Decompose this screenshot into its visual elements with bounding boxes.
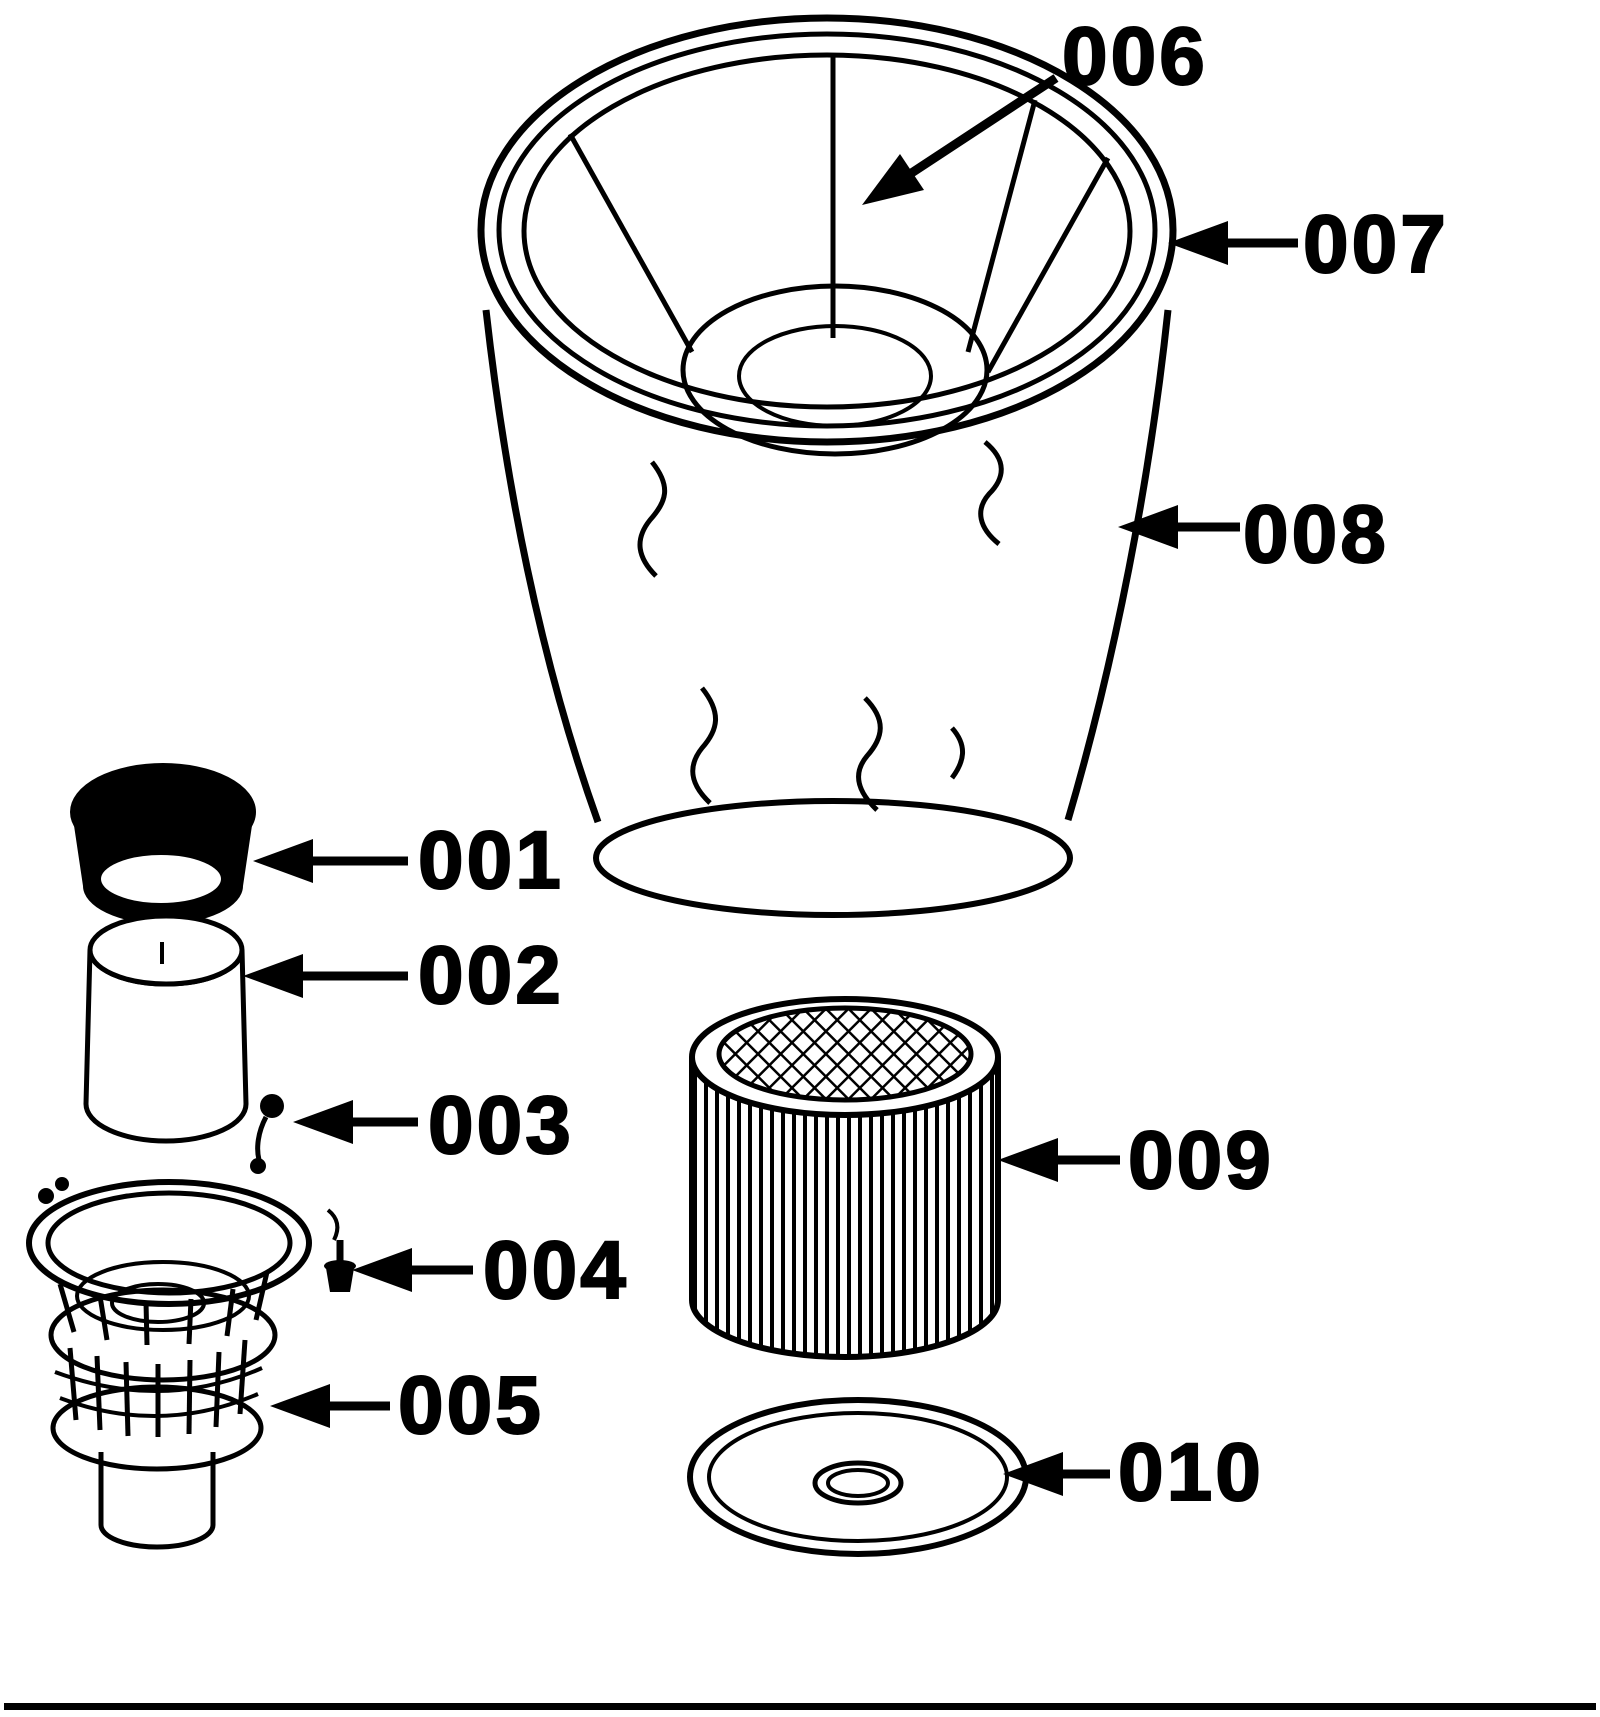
callout-label-006: 006: [1061, 11, 1208, 102]
cage-rib-right: [965, 99, 1038, 353]
callout-arrows: [243, 74, 1298, 1496]
disc-mid-ring: [707, 1411, 1009, 1543]
cage-base-bottom: [98, 1524, 216, 1550]
crease-line: [637, 460, 668, 578]
crease-line: [978, 440, 1004, 546]
tank-rim-inner: [521, 52, 1133, 410]
callout-label-002: 002: [417, 930, 564, 1021]
arrow-008: [1118, 505, 1240, 549]
bottom-border-rule: [4, 1703, 1596, 1710]
cage-tab: [55, 1177, 69, 1191]
arrow-009: [998, 1138, 1120, 1182]
cage-center-hole: [110, 1282, 206, 1324]
crease-line: [949, 726, 965, 780]
tank-rim-mid: [496, 31, 1158, 429]
float-cage-drawing: [26, 1177, 312, 1550]
crease-line: [690, 686, 718, 805]
callout-label-001: 001: [417, 815, 564, 906]
arrow-005: [270, 1384, 390, 1428]
tank-side-right: [1064, 309, 1172, 821]
callout-label-005: 005: [397, 1360, 544, 1451]
retainer-disc-drawing: [687, 1397, 1029, 1557]
callout-label-009: 009: [1127, 1115, 1274, 1206]
arrow-001: [253, 839, 408, 883]
cage-slat: [143, 1301, 150, 1346]
cage-slat: [186, 1298, 194, 1345]
arrow-003: [293, 1100, 418, 1144]
rim-nub: [250, 1158, 266, 1174]
screw-head: [326, 1268, 354, 1292]
cage-tab: [38, 1188, 54, 1204]
tank-side-left: [482, 309, 602, 824]
cage-slat: [57, 1283, 77, 1333]
cage-lower-slat: [123, 1361, 131, 1437]
crease-line: [856, 696, 883, 812]
cage-lower-slat: [67, 1347, 79, 1421]
cage-band: [54, 1366, 263, 1394]
cage-bottom-inner-ring: [737, 324, 933, 428]
filter-mesh-top: [716, 1005, 974, 1103]
filter-cartridge-drawing: [689, 996, 1001, 1360]
cage-slat: [97, 1295, 110, 1341]
screw-wire: [326, 1208, 340, 1241]
tank-drawing: [477, 14, 1177, 918]
cage-bottom-ring: [50, 1384, 264, 1472]
tank-rim-outer: [477, 14, 1177, 446]
cage-lower-slat: [213, 1351, 222, 1428]
arrow-007: [1168, 221, 1298, 265]
callout-label-003: 003: [427, 1080, 574, 1171]
arrow-006: [862, 74, 1059, 205]
cage-bottom-ring: [680, 283, 990, 457]
float-ball: [260, 1094, 284, 1118]
float-ball-drawing: [250, 1094, 284, 1174]
cage-top-ring-outer: [26, 1179, 312, 1307]
screw-drawing: [324, 1208, 356, 1292]
cage-rib-left: [567, 132, 695, 354]
cylinder-top: [87, 913, 245, 987]
ball-stem: [255, 1115, 269, 1161]
arrow-002: [243, 954, 408, 998]
disc-outer-ring: [687, 1397, 1029, 1557]
arrow-010: [1003, 1452, 1110, 1496]
cage-slat: [224, 1288, 236, 1337]
cap-opening: [97, 851, 225, 907]
tank-bottom: [593, 798, 1073, 918]
float-cylinder-drawing: [83, 913, 249, 1144]
cage-lower-slat: [186, 1359, 193, 1435]
disc-center-hole-inner: [826, 1468, 890, 1498]
cage-mid-ring: [48, 1287, 278, 1383]
callout-label-004: 004: [482, 1225, 629, 1316]
callout-label-010: 010: [1117, 1427, 1264, 1518]
arrow-004: [352, 1248, 473, 1292]
disc-center-hole-outer: [812, 1460, 904, 1506]
cage-top-ring-inner: [45, 1190, 293, 1296]
black-cap-drawing: [70, 763, 256, 924]
cage-inner-ring: [75, 1260, 251, 1332]
callout-label-007: 007: [1302, 199, 1449, 290]
cage-rib-far-right: [985, 156, 1111, 374]
callout-label-008: 008: [1242, 489, 1389, 580]
